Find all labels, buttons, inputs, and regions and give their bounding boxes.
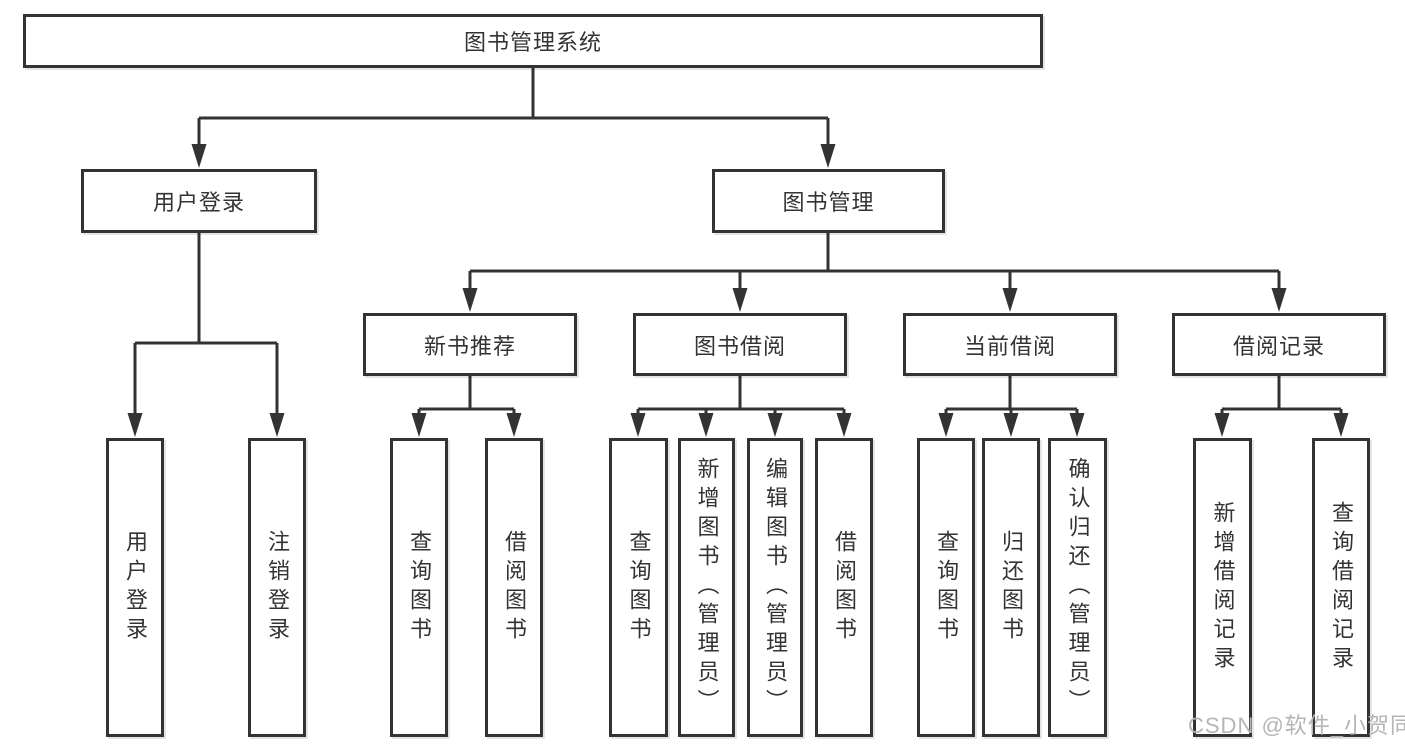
node-label: 查询图书: [626, 529, 652, 646]
node-leaf-confirm-return-admin: 确认归还（管理员）: [1048, 438, 1107, 737]
node-label: 用户登录: [123, 529, 148, 646]
node-library-system: 图书管理系统: [23, 14, 1043, 68]
node-leaf-borrow-books-recommend: 借阅图书: [485, 438, 543, 737]
node-book-management: 图书管理: [712, 169, 945, 233]
node-leaf-query-books-recommend: 查询图书: [390, 438, 448, 737]
node-leaf-user-login: 用户登录: [106, 438, 164, 737]
node-user-login: 用户登录: [81, 169, 317, 233]
node-book-borrowing: 图书借阅: [633, 313, 847, 376]
node-leaf-logout-login: 注销登录: [248, 438, 306, 737]
node-label: 新书推荐: [423, 333, 516, 359]
node-label: 新增借阅记录: [1210, 500, 1236, 675]
node-leaf-add-books-admin: 新增图书（管理员）: [678, 438, 735, 737]
connector-lines: [133, 68, 1343, 415]
node-label: 借阅图书: [832, 529, 857, 646]
node-label: 图书管理系统: [463, 30, 602, 55]
node-label: 编辑图书（管理员）: [763, 457, 788, 718]
connector-arrowheads: [127, 144, 1349, 437]
node-leaf-edit-books-admin: 编辑图书（管理员）: [747, 438, 803, 737]
node-leaf-return-books: 归还图书: [982, 438, 1040, 737]
node-label: 注销登录: [265, 529, 290, 646]
node-label: 当前借阅: [963, 333, 1056, 359]
node-leaf-query-books-current: 查询图书: [917, 438, 975, 737]
node-label: 图书借阅: [693, 333, 786, 359]
node-label: 查询借阅记录: [1329, 500, 1354, 675]
csdn-watermark: CSDN @软件_小贺同学: [1188, 713, 1405, 738]
node-leaf-query-books-borrowing: 查询图书: [609, 438, 668, 737]
node-leaf-add-borrow-record: 新增借阅记录: [1193, 438, 1252, 737]
node-label: 查询图书: [934, 529, 959, 646]
node-leaf-query-borrow-record: 查询借阅记录: [1312, 438, 1370, 737]
node-leaf-borrow-books: 借阅图书: [815, 438, 873, 737]
node-current-borrowing: 当前借阅: [903, 313, 1117, 376]
node-label: 图书管理: [782, 190, 875, 215]
node-label: 归还图书: [999, 529, 1024, 646]
node-new-book-recommendation: 新书推荐: [363, 313, 577, 376]
node-label: 查询图书: [407, 529, 432, 646]
node-label: 确认归还（管理员）: [1065, 457, 1091, 718]
node-label: 借阅记录: [1232, 333, 1325, 359]
node-label: 新增图书（管理员）: [694, 457, 720, 718]
node-borrowing-records: 借阅记录: [1172, 313, 1386, 376]
node-label: 借阅图书: [502, 529, 527, 646]
node-label: 用户登录: [152, 190, 245, 215]
